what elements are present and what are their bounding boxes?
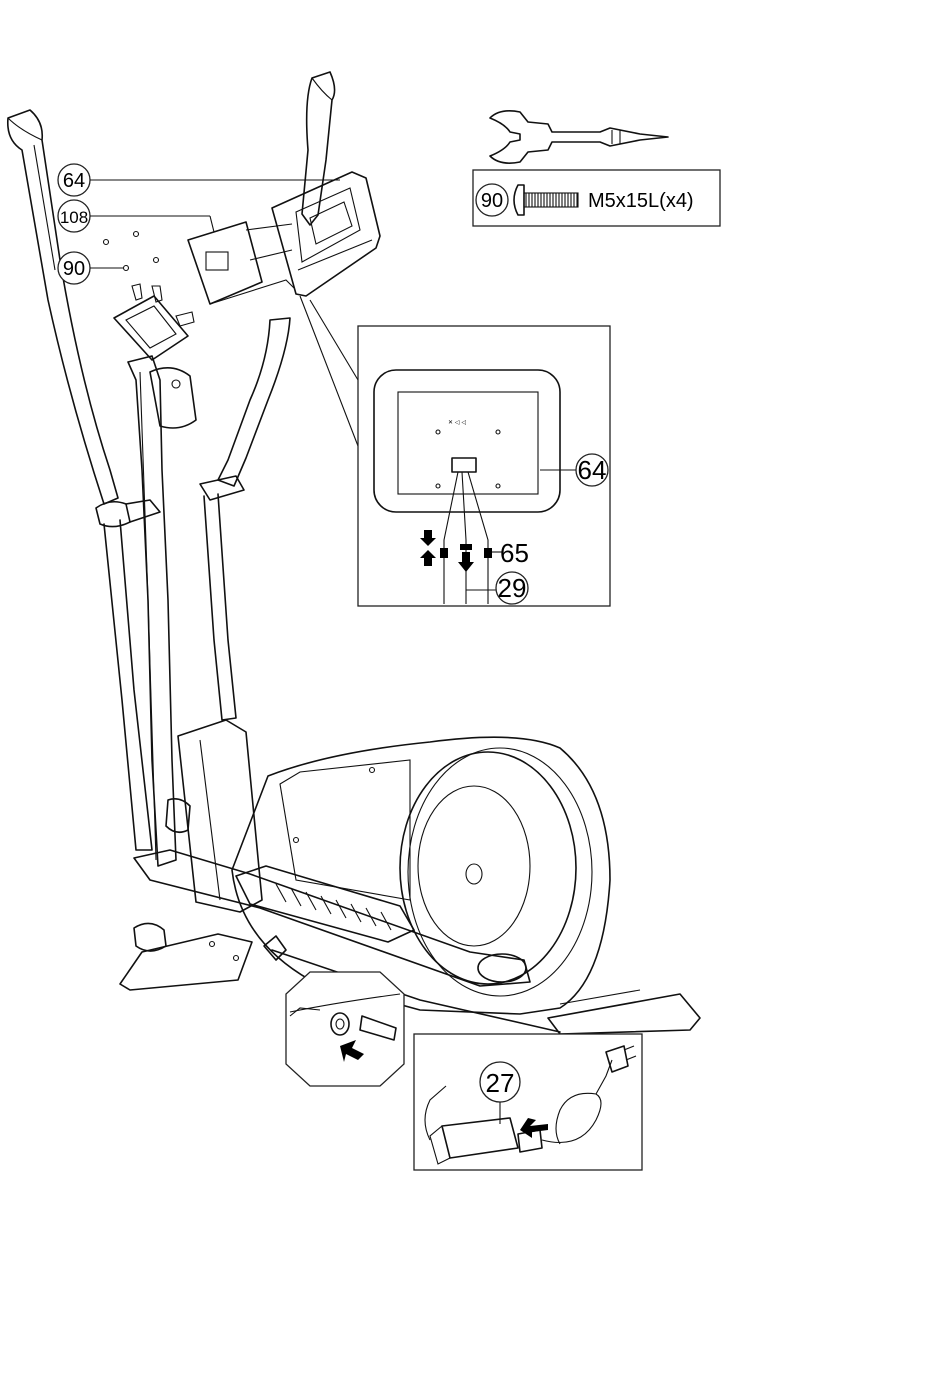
- callout-console-detail-label: 64: [578, 455, 607, 485]
- svg-text:✕ ◁ ◁: ✕ ◁ ◁: [448, 419, 466, 426]
- console-unit: [272, 172, 380, 296]
- screw-set: [104, 232, 159, 271]
- flywheel-housing: [232, 737, 610, 1014]
- screwdriver-icon: [490, 111, 668, 163]
- callout-bracket-label: 108: [60, 208, 88, 227]
- callout-connector-label: 65: [500, 538, 529, 568]
- main-mast: [96, 356, 244, 866]
- callout-cable-label: 29: [498, 573, 527, 603]
- callout-console-label: 64: [63, 170, 85, 192]
- callout-adapter-label: 27: [486, 1068, 515, 1098]
- bracket-plate: [188, 222, 294, 304]
- pedal-arm: [134, 850, 530, 986]
- right-handlebar: [218, 72, 335, 486]
- console-detail-box: [358, 326, 610, 606]
- hardware-part-number: 90: [481, 190, 503, 212]
- power-socket-inset: [286, 972, 404, 1086]
- mast-top-plate: [114, 284, 194, 360]
- front-stabilizer: [120, 923, 252, 990]
- rear-column: [166, 720, 262, 912]
- callout-screw-label: 90: [63, 258, 85, 280]
- hardware-spec: M5x15L(x4): [588, 190, 694, 212]
